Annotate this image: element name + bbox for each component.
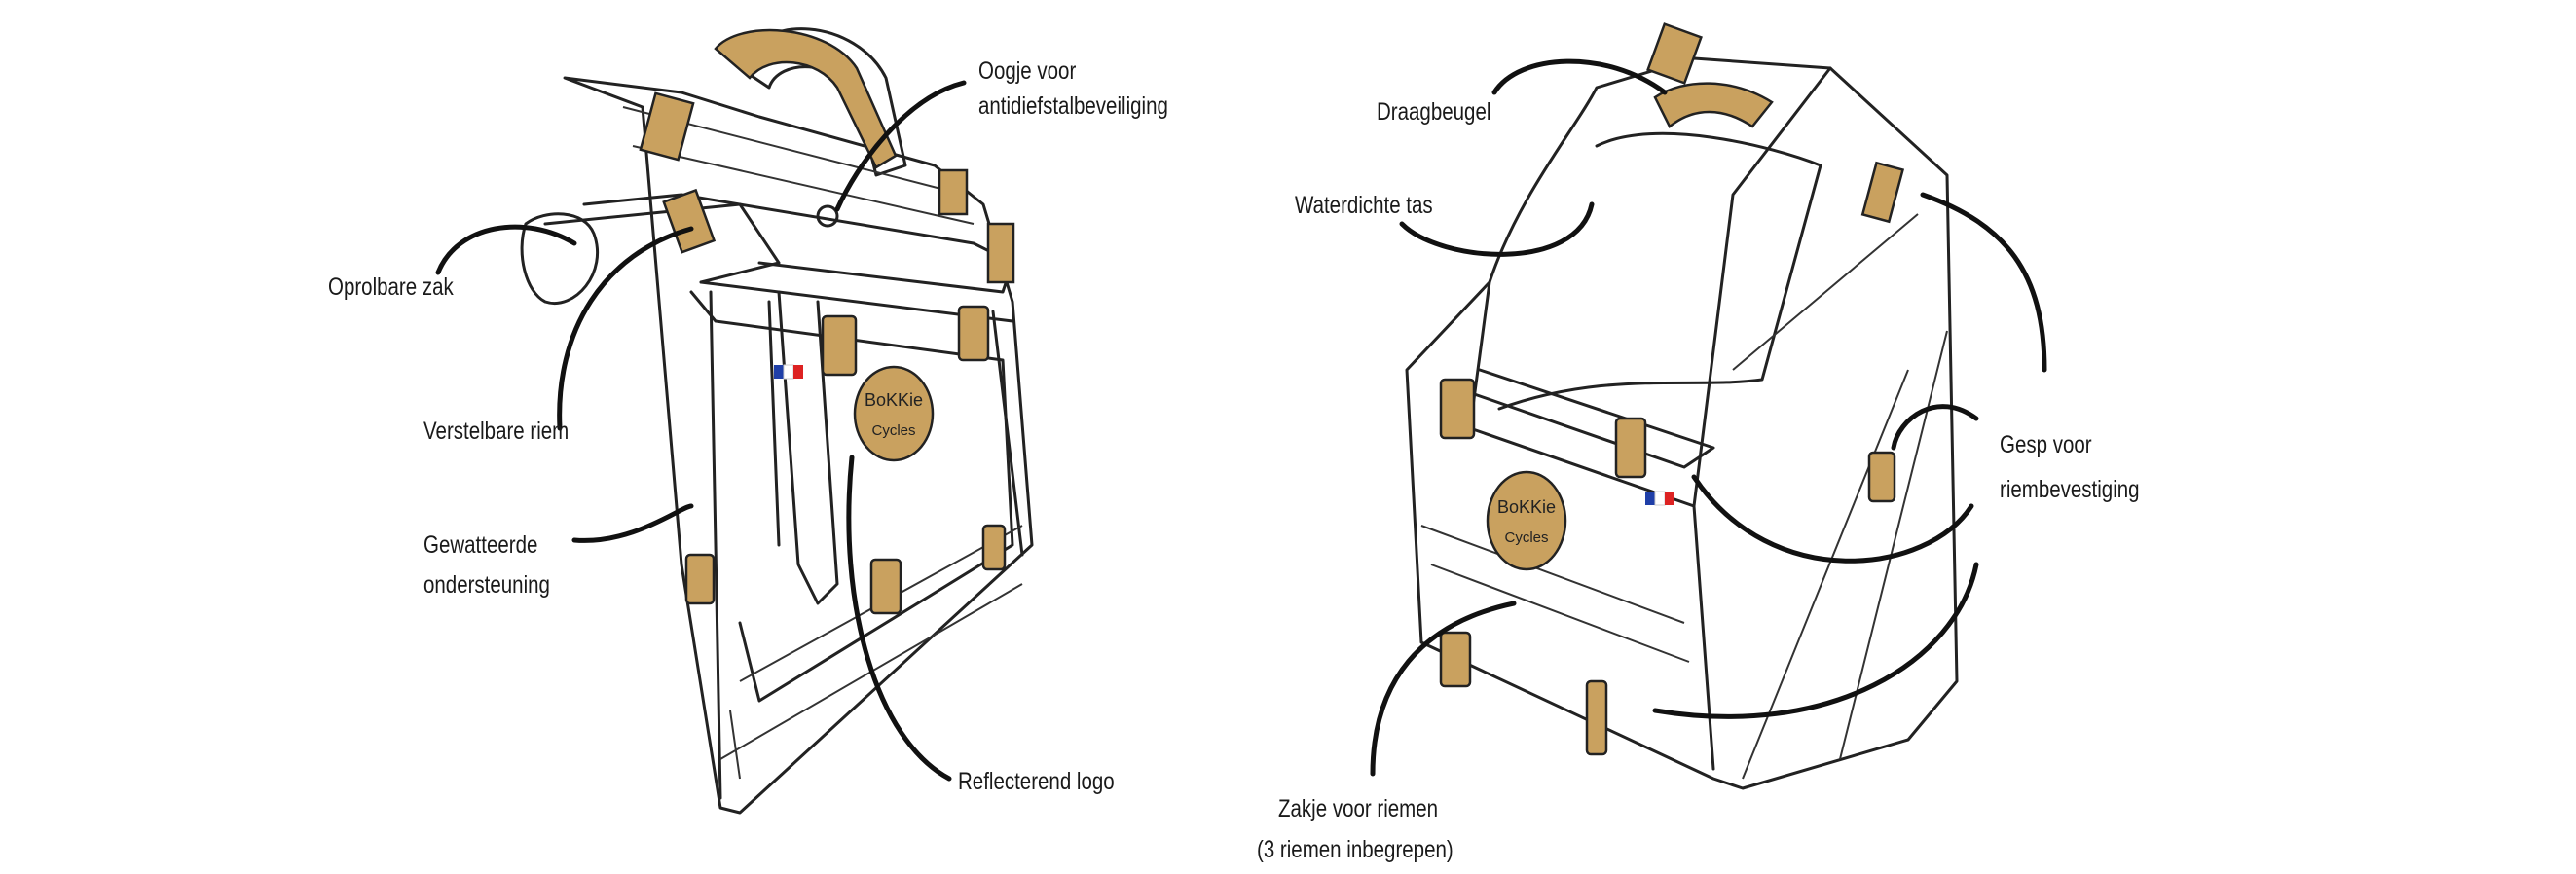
label-logo: Reflecterend logo [958, 768, 1115, 795]
label-buckle-line2: riembevestiging [2000, 476, 2140, 503]
label-padded-line2: ondersteuning [423, 571, 550, 599]
label-antitheft-line1: Oogje voor [978, 57, 1077, 85]
right-logo-subbrand: Cycles [1504, 529, 1548, 546]
label-pouch-line2: (3 riemen inbegrepen) [1257, 836, 1454, 863]
label-handle: Draagbeugel [1377, 98, 1491, 126]
label-antitheft-line2: antidiefstalbeveiliging [978, 92, 1168, 120]
arrow-handle [1491, 58, 1668, 95]
right-logo-brand: BoKKie [1497, 497, 1556, 517]
arrow-lower [1652, 562, 1979, 719]
label-waterproof: Waterdichte tas [1295, 192, 1433, 219]
label-strap: Verstelbare riem [423, 418, 570, 445]
arrow-pouch [1370, 601, 1517, 777]
arrow-padded [571, 503, 694, 543]
left-logo-badge [853, 365, 935, 462]
arrow-antitheft [834, 80, 967, 212]
label-pouch-line1: Zakje voor riemen [1278, 795, 1439, 822]
arrow-waterproof [1399, 201, 1595, 257]
arrow-logo [846, 455, 952, 782]
arrow-rollup [435, 224, 577, 275]
left-logo-brand: BoKKie [865, 390, 923, 410]
left-logo-subbrand: Cycles [871, 422, 915, 439]
right-backpack-drawing: BoKKie Cycles [1405, 22, 1959, 790]
label-buckle-line1: Gesp voor [2000, 431, 2092, 458]
arrow-buckle-upper [1920, 192, 2047, 373]
right-logo-badge [1486, 470, 1567, 571]
arrow-strap [557, 226, 694, 431]
arrow-buckle [1891, 404, 1979, 451]
label-rollup: Oprolbare zak [328, 273, 454, 301]
label-padded-line1: Gewatteerde [423, 531, 538, 559]
callout-arrows [435, 58, 2047, 782]
arrow-buckle-lower [1691, 474, 1974, 564]
left-backpack-drawing: BoKKie Cycles [520, 27, 1034, 815]
